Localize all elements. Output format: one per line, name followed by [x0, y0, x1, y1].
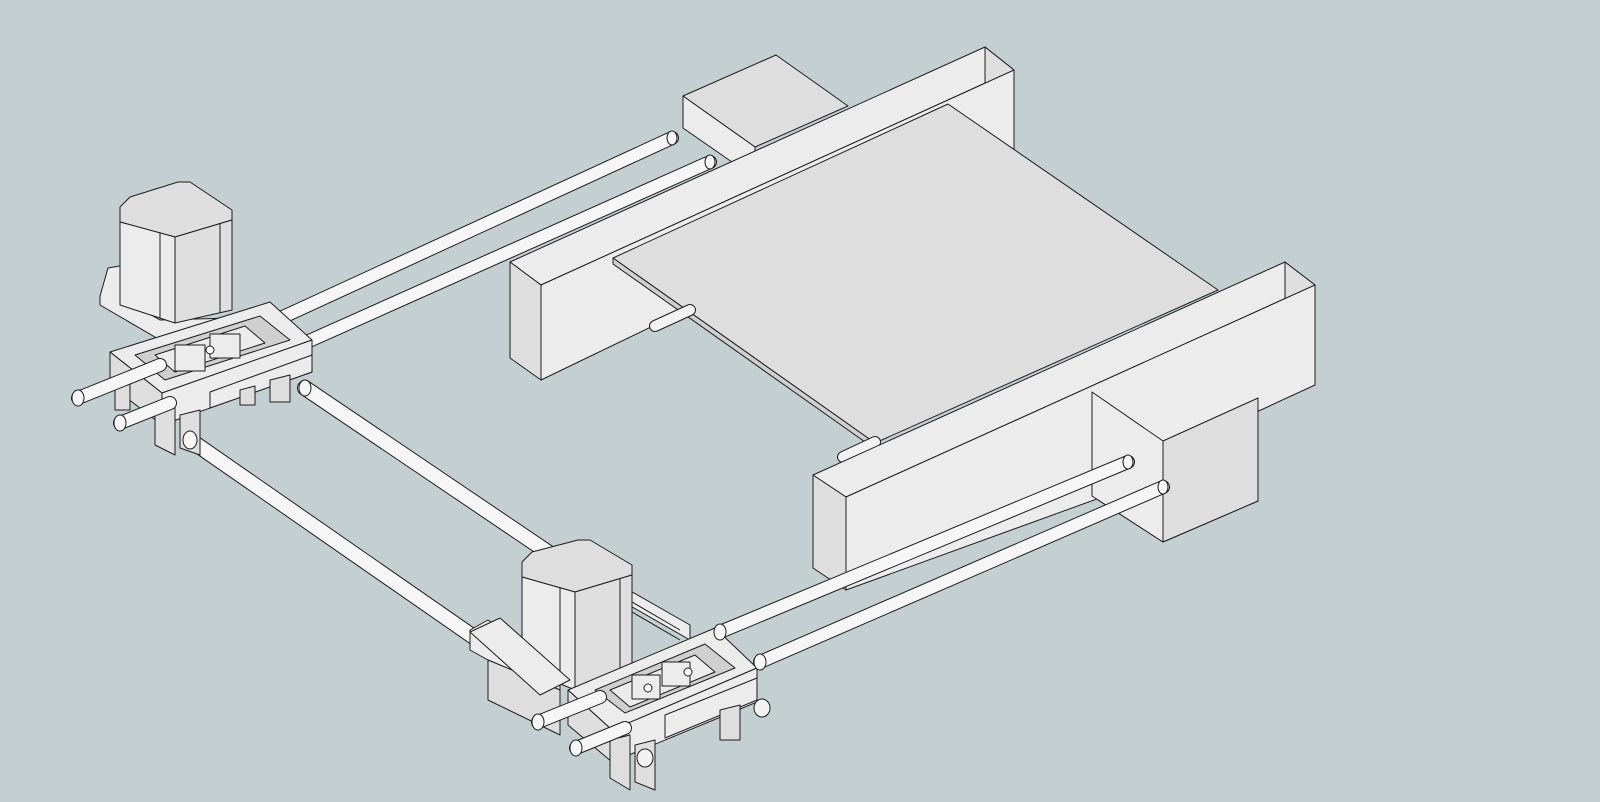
front-frame-vertex — [567, 627, 771, 791]
rear-bearing-block — [682, 54, 849, 179]
front-corner-assembly — [469, 539, 771, 791]
left-corner-assembly — [71, 181, 313, 456]
rod-left-diagonal-1 — [297, 380, 560, 563]
rod-back-lower — [293, 155, 717, 352]
rod-back-upper — [265, 131, 679, 329]
left-stepper-motor-icon — [119, 181, 233, 324]
bed-assembly — [509, 46, 1316, 591]
rod-front-upper — [713, 455, 1135, 639]
rod-front-lower — [753, 480, 1170, 669]
bed-rod-stubs — [649, 304, 881, 463]
smooth-rods — [182, 130, 1170, 669]
left-rod-ends — [71, 358, 198, 450]
rod-left-diagonal-2 — [182, 432, 486, 648]
bed-plate — [612, 103, 1219, 450]
rod-end-caps — [298, 130, 1169, 495]
bottom-bed-rail — [812, 261, 1316, 591]
front-rod-ends — [531, 623, 767, 757]
